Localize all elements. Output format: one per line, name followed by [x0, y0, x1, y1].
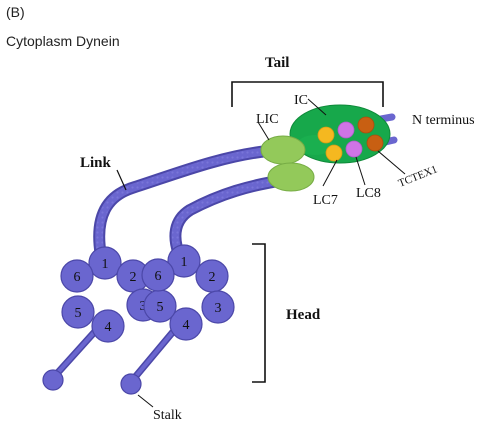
tail-bracket [231, 81, 384, 107]
head-right-subunit [141, 258, 175, 292]
head-left-subunit-number: 3 [140, 299, 147, 314]
head-right-subunit-number: 4 [183, 318, 190, 333]
head-label: Head [286, 307, 321, 323]
head-left-subunit-number: 5 [75, 306, 82, 321]
head-left-subunit-number: 6 [74, 270, 81, 285]
lic-subunit-lower [267, 162, 315, 192]
head-right-subunit [169, 307, 203, 341]
lc7-upper [317, 126, 335, 144]
head-right-subunit-number: 5 [157, 300, 164, 315]
lc8-label: LC8 [356, 186, 381, 201]
head-left-subunit [88, 246, 122, 280]
lc7-label: LC7 [313, 193, 338, 208]
n-terminus-label: N terminus [412, 113, 475, 128]
lc7-leader-line [322, 159, 338, 187]
ic-leader-line [307, 98, 327, 116]
tctex1-label: TCTEX1 [397, 163, 439, 189]
lc8-upper [337, 121, 355, 139]
tctex1-lower [366, 134, 384, 152]
lc8-leader-line [355, 156, 366, 186]
head-left-subunit-number: 1 [102, 257, 109, 272]
stalks [42, 323, 181, 395]
head-left: 1 2 3 4 5 6 [60, 246, 160, 343]
lic-subunit-upper [260, 135, 306, 165]
ic-label: IC [294, 93, 308, 108]
head-bracket [252, 243, 266, 383]
diagram-title: Cytoplasm Dynein [6, 33, 120, 49]
head-left-subunit-number: 2 [130, 270, 137, 285]
head-right-subunit-number: 2 [209, 270, 216, 285]
head-right-subunit [167, 244, 201, 278]
head-right-subunit [201, 290, 235, 324]
tctex1-leader-line [377, 150, 406, 175]
link-label: Link [80, 155, 112, 171]
panel-label: (B) [6, 4, 25, 20]
heavy-chain-tails [93, 113, 398, 263]
head-left-subunit-number: 4 [105, 320, 112, 335]
head-left-subunit [91, 309, 125, 343]
stalk-leader-line [137, 394, 154, 408]
lc8-lower [345, 140, 363, 158]
head-right-subunit-number: 6 [155, 269, 162, 284]
light-chains [317, 116, 384, 162]
lic-leader-line [257, 121, 270, 141]
head-right-subunit-number: 3 [215, 301, 222, 316]
head-right-subunit-number: 1 [181, 255, 188, 270]
head-right: 1 2 3 4 5 6 [141, 244, 235, 341]
link-leader-line [116, 169, 127, 191]
lic-label: LIC [256, 112, 279, 127]
head-left-subunit [60, 259, 94, 293]
stalk-label: Stalk [153, 408, 182, 423]
head-left-subunit [61, 295, 95, 329]
tail-label: Tail [265, 55, 289, 71]
tctex1-upper [357, 116, 375, 134]
lc7-lower [325, 144, 343, 162]
